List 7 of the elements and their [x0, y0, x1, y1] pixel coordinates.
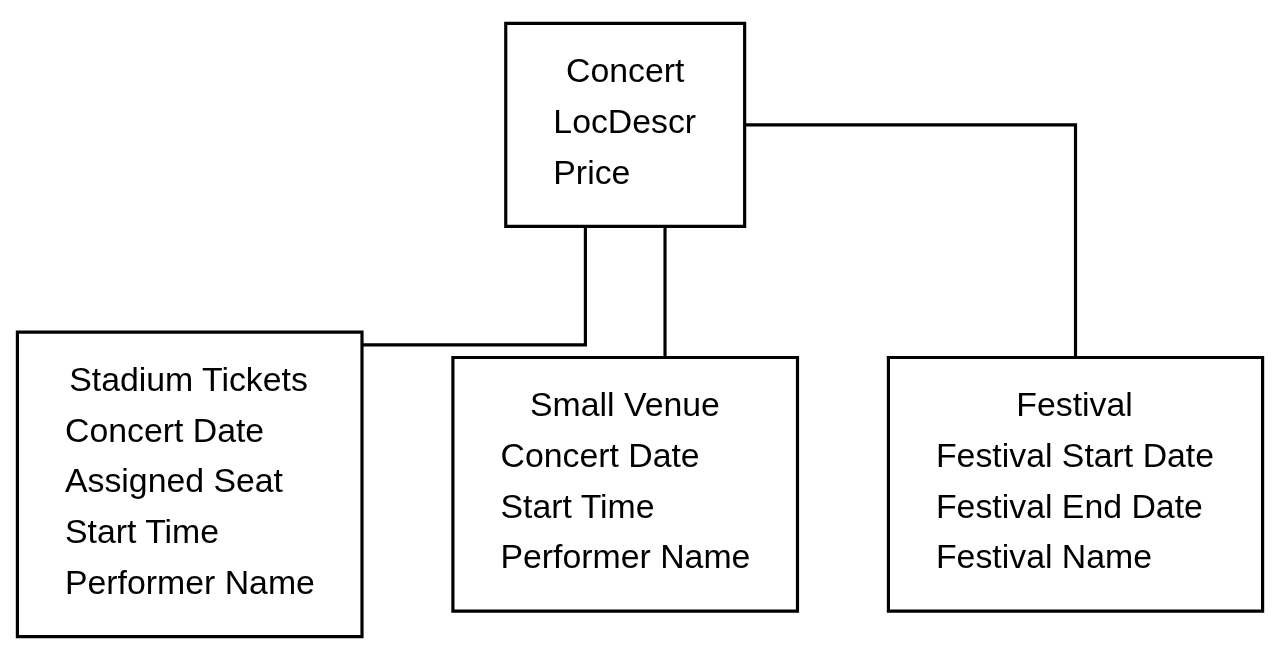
connector [663, 226, 667, 358]
node-box: Stadium Tickets Concert Date Assigned Seat Start Time Performer Name [15, 330, 364, 639]
connector [744, 123, 1078, 357]
connector [362, 226, 587, 347]
node-box: Concert LocDescr Price [504, 21, 747, 228]
node-box: Small Venue Concert Date Start Time Performer Name [451, 355, 800, 613]
node-box: Festival Festival Start Date Festival End Date Festival Name [886, 355, 1265, 613]
